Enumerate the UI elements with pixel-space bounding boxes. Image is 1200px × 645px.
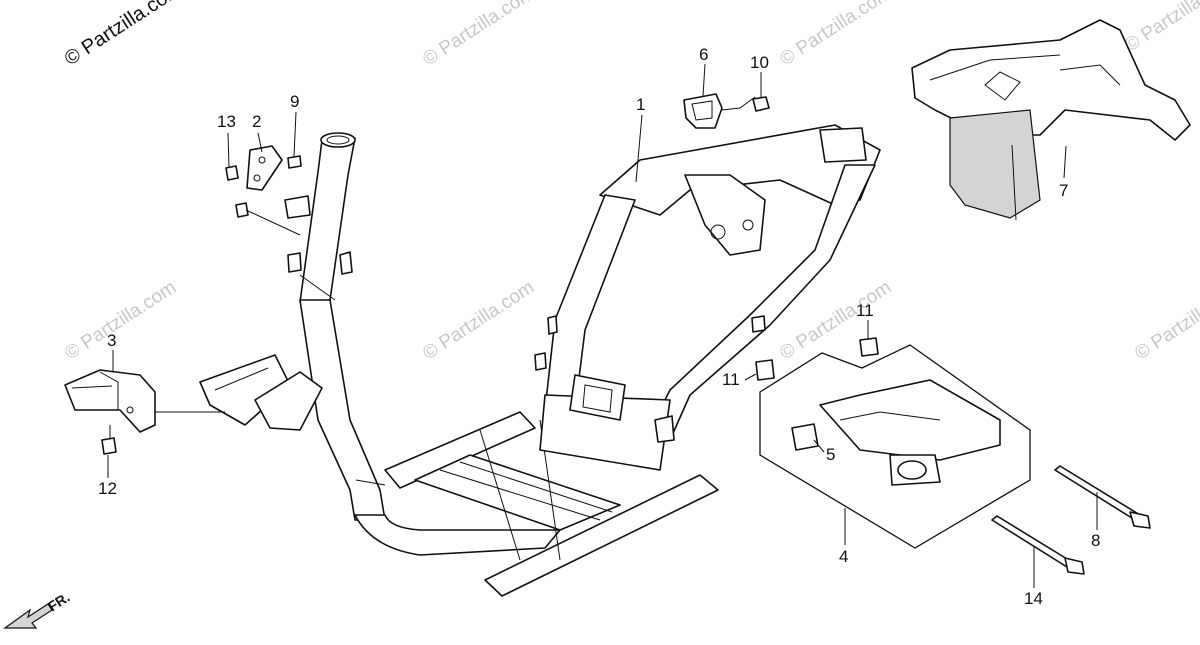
bolts <box>991 465 1151 575</box>
callout-11-left: 11 <box>722 370 740 389</box>
callout-7: 7 <box>1059 181 1068 200</box>
callout-2: 2 <box>252 112 261 131</box>
watermark: © Partzilla.com <box>1121 0 1200 56</box>
callout-10: 10 <box>750 53 769 72</box>
callout-6: 6 <box>699 45 708 64</box>
watermark: © Partzilla.com <box>419 277 538 364</box>
watermark-main: © Partzilla.com <box>61 0 186 70</box>
callout-11-top: 11 <box>856 301 874 320</box>
callout-5: 5 <box>826 445 835 464</box>
watermark: © Partzilla.com <box>419 0 538 70</box>
front-direction-marker: FR. <box>3 589 73 629</box>
rear-inner-fender <box>911 19 1191 221</box>
watermark: © Partzilla.com <box>1131 277 1200 364</box>
frame-body <box>199 124 881 597</box>
callouts: 1 2 13 9 6 10 7 3 12 5 4 11 11 8 14 <box>98 45 1100 608</box>
engine-hanger <box>755 337 1031 549</box>
callout-4: 4 <box>839 547 848 566</box>
front-bracket <box>225 145 302 236</box>
callout-8: 8 <box>1091 531 1100 550</box>
watermark: © Partzilla.com <box>776 0 895 70</box>
callout-13: 13 <box>217 112 236 131</box>
callout-9: 9 <box>290 92 299 111</box>
leader-lines <box>107 63 1098 588</box>
callout-14: 14 <box>1024 589 1043 608</box>
watermark: © Partzilla.com <box>61 277 180 364</box>
hook-and-clip <box>683 93 770 129</box>
callout-3: 3 <box>107 331 116 350</box>
callout-1: 1 <box>636 95 645 114</box>
callout-12: 12 <box>98 479 117 498</box>
